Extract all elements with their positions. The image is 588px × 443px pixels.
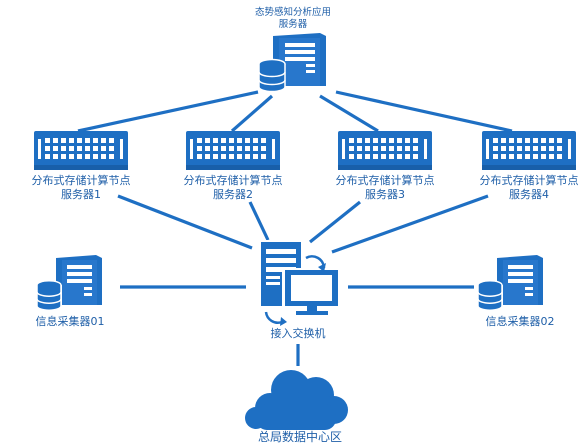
link-storage4-switch xyxy=(331,194,489,254)
rack-server-icon xyxy=(34,131,128,170)
storage-server-2-label-line1: 分布式存储计算节点 xyxy=(184,173,283,187)
rack-server-icon xyxy=(482,131,576,170)
datacenter-node: 总局数据中心区 xyxy=(245,370,348,443)
collector-01-label: 信息采集器01 xyxy=(36,314,105,328)
access-switch-node: 接入交换机 xyxy=(258,240,340,340)
rack-server-icon xyxy=(338,131,432,170)
connection-lines xyxy=(77,90,513,366)
datacenter-label: 总局数据中心区 xyxy=(258,429,342,443)
storage-server-3-label-line1: 分布式存储计算节点 xyxy=(336,173,435,187)
tower-server-with-database-icon xyxy=(36,255,102,311)
storage-server-1-label-line2: 服务器1 xyxy=(61,188,101,201)
storage-server-1-node: 分布式存储计算节点 服务器1 xyxy=(32,131,131,201)
link-analysis-storage1 xyxy=(77,90,259,133)
link-analysis-storage3 xyxy=(319,94,379,133)
analysis-server-label-line2: 服务器 xyxy=(279,18,308,30)
rack-server-icon xyxy=(186,131,280,170)
analysis-server-label-line1: 态势感知分析应用 xyxy=(255,6,331,18)
tower-server-with-database-icon xyxy=(258,33,326,93)
storage-server-4-label-line1: 分布式存储计算节点 xyxy=(480,173,579,187)
link-analysis-storage4 xyxy=(335,90,513,133)
link-storage2-switch xyxy=(248,201,270,241)
storage-server-2-node: 分布式存储计算节点 服务器2 xyxy=(184,131,283,201)
storage-server-4-label-line2: 服务器4 xyxy=(509,188,549,201)
collector-01-node: 信息采集器01 xyxy=(36,255,105,328)
storage-server-4-node: 分布式存储计算节点 服务器4 xyxy=(480,131,579,201)
storage-server-3-label-line2: 服务器3 xyxy=(365,188,405,201)
access-switch-icon xyxy=(258,240,340,326)
link-storage3-switch xyxy=(309,200,361,244)
link-analysis-storage2 xyxy=(230,94,274,133)
analysis-server-node: 态势感知分析应用 服务器 xyxy=(255,6,331,93)
cloud-icon xyxy=(245,370,348,430)
storage-server-3-node: 分布式存储计算节点 服务器3 xyxy=(336,131,435,201)
link-storage1-switch xyxy=(117,194,253,250)
access-switch-label: 接入交换机 xyxy=(271,326,326,340)
storage-server-1-label-line1: 分布式存储计算节点 xyxy=(32,173,131,187)
storage-server-2-label-line2: 服务器2 xyxy=(213,188,253,201)
tower-server-with-database-icon xyxy=(477,255,543,311)
collector-02-label: 信息采集器02 xyxy=(486,314,555,328)
collector-02-node: 信息采集器02 xyxy=(477,255,555,328)
